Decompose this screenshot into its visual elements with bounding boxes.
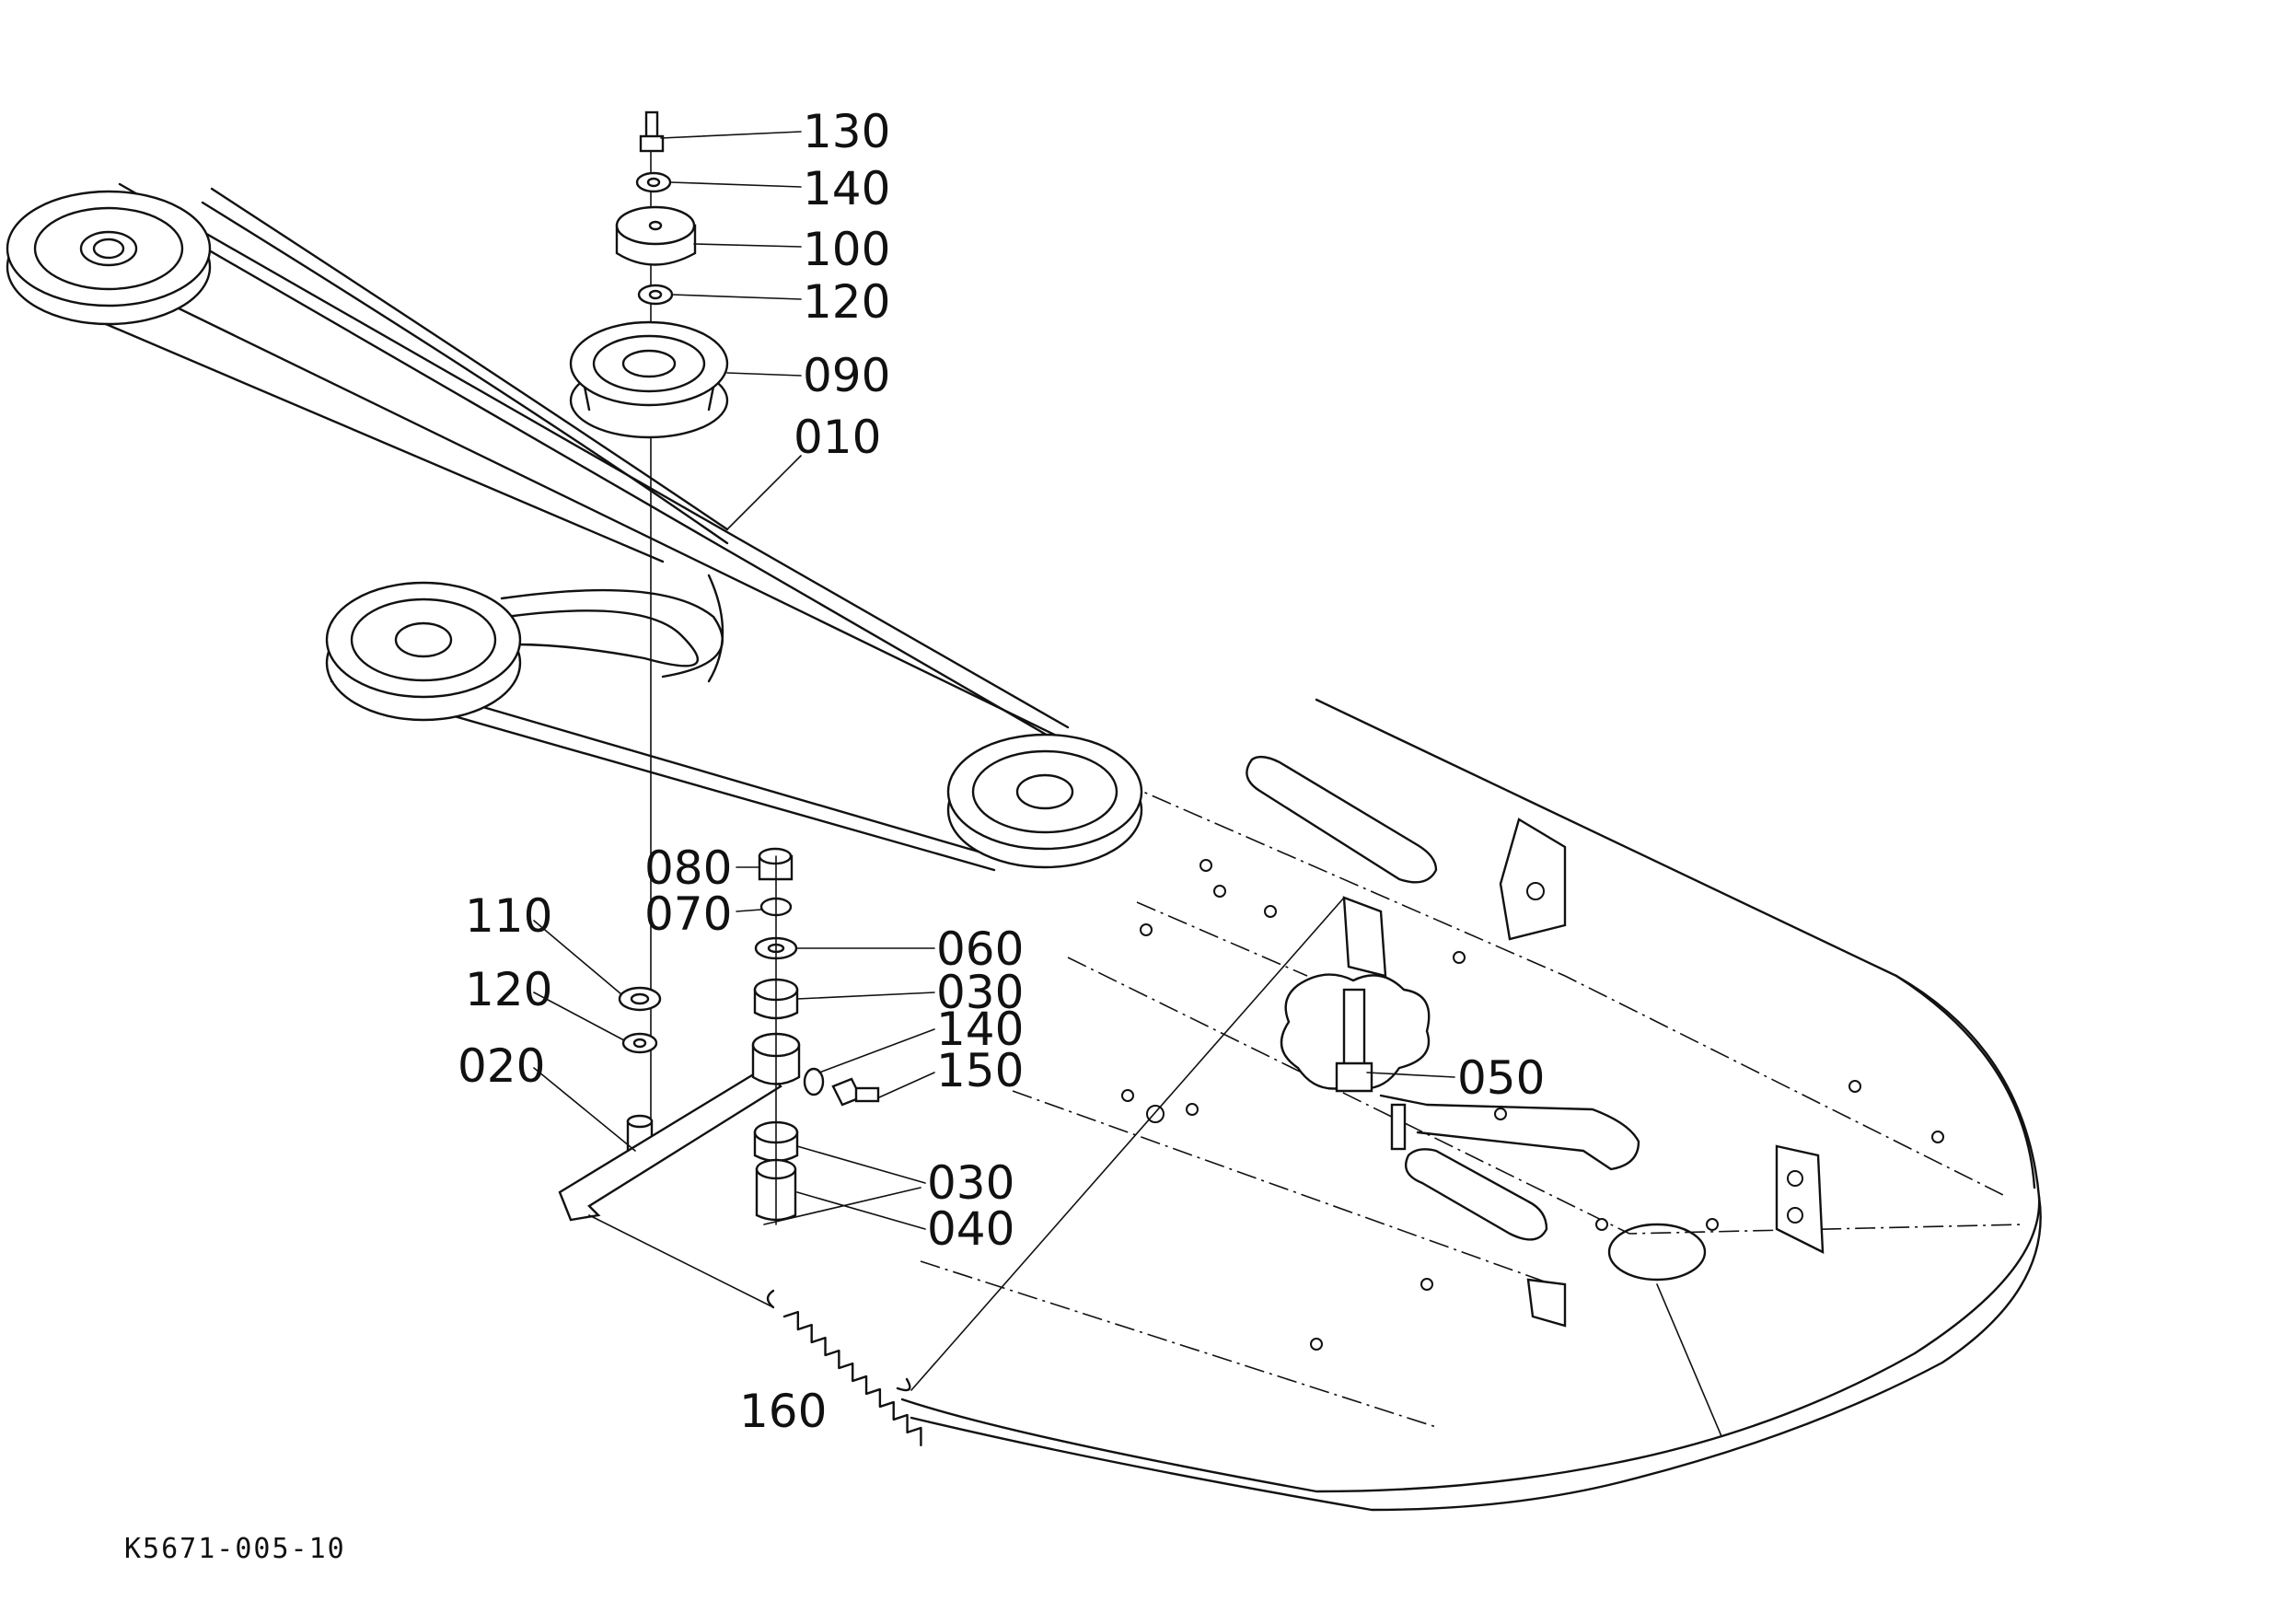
label-030-upper: 030 [936, 966, 1024, 1019]
idler-stack [569, 110, 729, 1152]
deck-plate [1342, 896, 1387, 978]
bolt-050-head [1335, 1061, 1373, 1093]
spring-160 [588, 897, 1345, 1447]
label-090: 090 [803, 349, 890, 402]
label-140-top: 140 [803, 162, 890, 215]
deck-slot-lower [1404, 1148, 1548, 1241]
washer-120-top [637, 284, 674, 306]
label-030-lower: 030 [927, 1156, 1014, 1210]
pulley-left [6, 190, 212, 326]
pulley-center [325, 581, 522, 722]
mower-deck [900, 698, 2042, 1512]
deck-holes [1121, 859, 1944, 1351]
label-070: 070 [644, 887, 732, 941]
label-020: 020 [458, 1039, 545, 1093]
label-140-lower: 140 [936, 1003, 1024, 1056]
callout-labels: 130 140 100 120 090 010 080 070 110 060 … [124, 105, 1545, 1565]
deck-slot-upper [1246, 755, 1438, 884]
deck-bracket-side [1775, 1144, 1825, 1254]
figure-code: K5671-005-10 [124, 1533, 346, 1565]
washer-120-lower [621, 1032, 658, 1054]
leader-lines [533, 131, 1455, 1230]
label-120-top: 120 [803, 275, 890, 329]
washer-110 [618, 986, 662, 1012]
deck-bracket-top [1499, 818, 1567, 941]
deck-slot-middle [1379, 1094, 1640, 1171]
label-010: 010 [794, 411, 881, 464]
tension-arm-assembly [558, 847, 921, 1225]
washer-140-side [803, 1067, 825, 1096]
deck-pin [1390, 1103, 1407, 1151]
label-150: 150 [936, 1044, 1024, 1097]
tension-arm [558, 1066, 782, 1222]
deck-tab [1526, 1278, 1567, 1328]
label-120-lower: 120 [465, 963, 552, 1016]
label-160: 160 [739, 1385, 827, 1438]
label-040: 040 [927, 1202, 1014, 1256]
label-130: 130 [803, 105, 890, 158]
pulley-right [946, 733, 1143, 869]
label-080: 080 [644, 841, 732, 895]
label-060: 060 [936, 922, 1024, 976]
washer-140 [635, 171, 672, 193]
spindle-hole [1607, 1223, 1707, 1282]
label-110: 110 [465, 889, 552, 943]
label-100: 100 [803, 223, 890, 276]
label-050: 050 [1457, 1051, 1545, 1105]
